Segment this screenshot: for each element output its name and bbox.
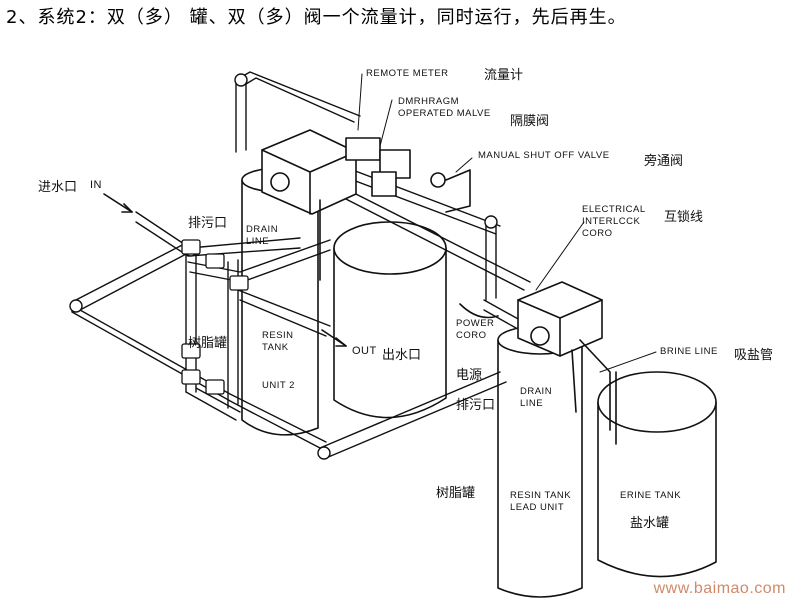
manual-shutoff-valve <box>430 169 471 213</box>
outlet-en-label: OUT <box>352 345 377 357</box>
drain-line-label-2a: DRAIN <box>520 386 553 397</box>
watermark: www.baimao.com <box>653 580 786 597</box>
leader-lines <box>357 73 657 373</box>
remote-meter-label: REMOTE METER <box>366 68 449 79</box>
control-valve-lead <box>517 281 603 357</box>
electrical-label-3: CORO <box>582 228 613 239</box>
power-zh-label: 电源 <box>456 368 483 383</box>
resin-tank-lead-label-2: LEAD UNIT <box>510 502 565 513</box>
resin-tank-label-1b: TANK <box>262 342 289 353</box>
control-valve-unit2 <box>261 129 357 215</box>
electrical-label-2: INTERLCCK <box>582 216 641 227</box>
resin-tank-unit2 <box>333 221 447 419</box>
drain-zh-label-1: 排污口 <box>188 216 228 231</box>
diaphragm-valve-label-2: OPERATED MALVE <box>398 108 491 119</box>
inlet-arrow <box>103 193 133 213</box>
outlet-zh-label: 出水口 <box>382 348 422 363</box>
pipe-unions <box>181 239 249 395</box>
diaphragm-valve <box>345 137 411 197</box>
power-cord <box>459 303 499 319</box>
resin-zh-label-2: 树脂罐 <box>436 486 476 501</box>
brine-tank-label: ERINE TANK <box>620 490 682 501</box>
inlet-en-label: IN <box>90 179 102 191</box>
inlet-zh-label: 进水口 <box>38 180 78 195</box>
diaphragm-valve-label-1: DMRHRAGM <box>398 96 459 107</box>
resin-tank-lead-unit <box>497 325 583 598</box>
outlet-arrow <box>321 329 347 347</box>
resin-tank-lead-label-1: RESIN TANK <box>510 490 572 501</box>
unit2-label: UNIT 2 <box>262 380 295 391</box>
brine-tank-zh-label: 盐水罐 <box>630 516 670 531</box>
manual-shutoff-label: MANUAL SHUT OFF VALVE <box>478 150 610 161</box>
power-label-1: POWER <box>456 318 495 329</box>
drain-line-label-2b: LINE <box>520 398 544 409</box>
resin-zh-label-1: 树脂罐 <box>188 336 228 351</box>
resin-tank-label-1a: RESIN <box>262 330 294 341</box>
interlock-zh-label: 互锁线 <box>664 210 704 225</box>
bypass-valve-zh-label: 旁通阀 <box>644 154 684 169</box>
diaphragm-valve-zh-label: 隔膜阀 <box>510 114 550 129</box>
power-label-2: CORO <box>456 330 487 341</box>
drain-zh-label-2: 排污口 <box>456 398 496 413</box>
brine-tank <box>597 371 717 578</box>
page-title: 2、系统2：双（多） 罐、双（多）阀一个流量计，同时运行，先后再生。 <box>6 7 627 28</box>
drain-line-lead <box>571 349 577 413</box>
drain-line-label-1a: DRAIN <box>246 224 279 235</box>
brine-line-zh-label: 吸盐管 <box>734 348 774 363</box>
brine-line-label: BRINE LINE <box>660 346 718 357</box>
brine-line <box>579 339 611 431</box>
flow-meter-zh-label: 流量计 <box>484 68 524 83</box>
drain-line-label-1b: LINE <box>246 236 270 247</box>
electrical-label-1: ELECTRICAL <box>582 204 646 215</box>
